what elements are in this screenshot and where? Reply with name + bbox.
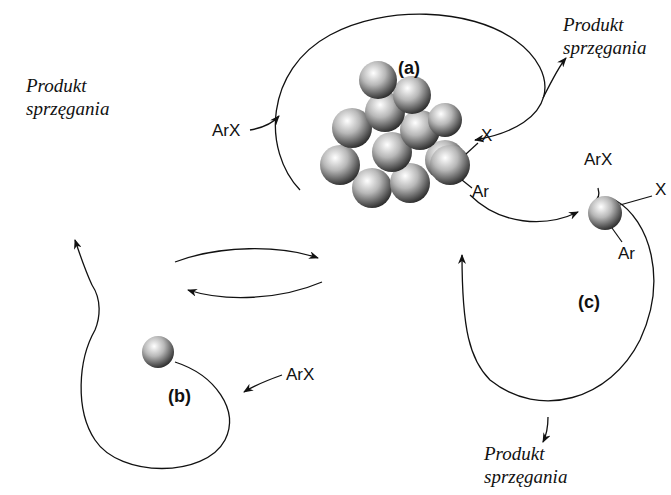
reagent-label: ArX — [286, 365, 314, 385]
cycle-label: (b) — [168, 386, 191, 407]
atom-label: X — [655, 180, 666, 200]
product-label: Produkt sprzęgania — [484, 443, 588, 489]
atom-label: Ar — [618, 244, 635, 264]
product-label: Produkt sprzęgania — [563, 14, 667, 60]
reagent-label: ArX — [584, 150, 612, 170]
cycle-label: (a) — [398, 58, 420, 79]
product-label: Produkt sprzęgania — [26, 75, 130, 121]
cycle-label: (c) — [578, 292, 600, 313]
atom-label: Ar — [472, 182, 489, 202]
reagent-label: ArX — [212, 121, 240, 141]
atom-label: X — [481, 126, 492, 146]
